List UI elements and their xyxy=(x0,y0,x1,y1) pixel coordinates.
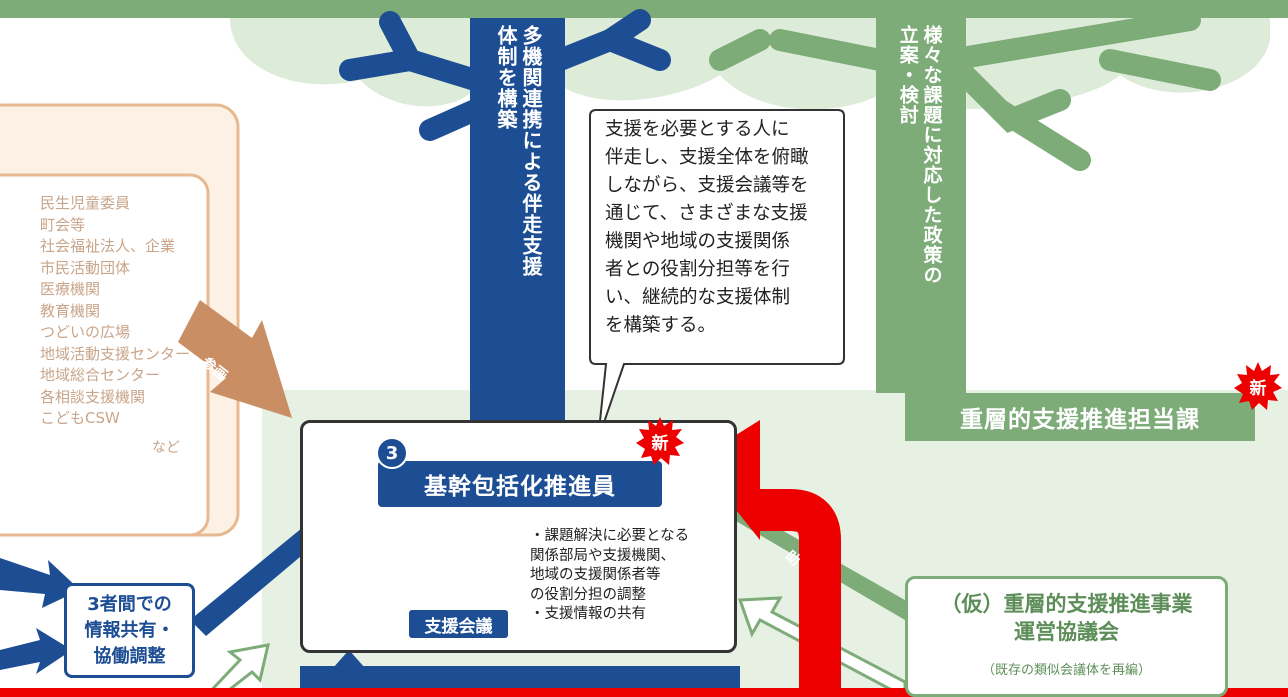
section-banner: 重層的支援推進担当課 xyxy=(905,393,1255,441)
burst-icon xyxy=(1234,362,1282,410)
list-item: 町会等 xyxy=(40,215,86,234)
trunk-label: 多機関連携による伴走支援体制を構築 xyxy=(494,25,543,277)
list-item: こどもCSW xyxy=(40,409,120,427)
promoter-title: 基幹包括化推進員 xyxy=(378,461,662,507)
list-item: 地域総合センター xyxy=(40,366,161,384)
list-item: 教育機関 xyxy=(40,301,101,320)
new-badge-text: 新 xyxy=(651,433,669,454)
blue-branches xyxy=(339,9,671,141)
council-box xyxy=(905,576,1228,697)
new-badge-section: 新 xyxy=(1234,362,1282,410)
list-item: つどいの広場 xyxy=(40,323,131,341)
top-bar xyxy=(0,0,1288,18)
council-title: （仮）重層的支援推進事業 運営協議会 xyxy=(940,592,1193,644)
community-list: 民生児童委員 町会等 社会福祉法人、企業 市民活動団体 医療機関 教育機関 つど… xyxy=(40,193,195,430)
callout-text: 支援を必要とする人に 伴走し、支援全体を俯瞰 しながら、支援会議等を 通じて、さ… xyxy=(605,119,809,336)
promoter-bullets: ・課題解決に必要となる 関係部局や支援機関、 地域の支援関係者等 の役割分担の調… xyxy=(530,528,690,622)
list-item: 社会福祉法人、企業 xyxy=(40,237,176,255)
list-item: 医療機関 xyxy=(40,280,101,298)
info-sharing-box: 3者間での 情報共有・ 協働調整 xyxy=(64,583,195,678)
callout-bubble xyxy=(589,109,845,441)
green-trunk xyxy=(876,18,966,393)
new-badge-promoter: 新 xyxy=(636,417,684,465)
new-badge-text: 新 xyxy=(1249,378,1267,399)
canopy-right xyxy=(900,18,1270,109)
number-badge: 3 xyxy=(376,437,408,469)
community-etc: など xyxy=(152,440,180,456)
red-bottom-bar xyxy=(0,688,1288,697)
participation-arrow xyxy=(178,300,292,418)
council-subtitle: （既存の類似会議体を再編） xyxy=(981,663,1151,678)
green-branches xyxy=(709,9,1221,171)
meeting-label: 支援会議 xyxy=(409,610,508,638)
list-item: 各相談支援機関 xyxy=(40,387,146,406)
burst-icon xyxy=(636,417,684,465)
list-item: 民生児童委員 xyxy=(40,194,131,212)
blue-trunk xyxy=(470,18,565,420)
list-item: 地域活動支援センター xyxy=(40,344,191,363)
right-tree-label: 様々な課題に対応した政策の立案・検討 xyxy=(896,25,943,285)
list-item: 市民活動団体 xyxy=(40,258,131,277)
